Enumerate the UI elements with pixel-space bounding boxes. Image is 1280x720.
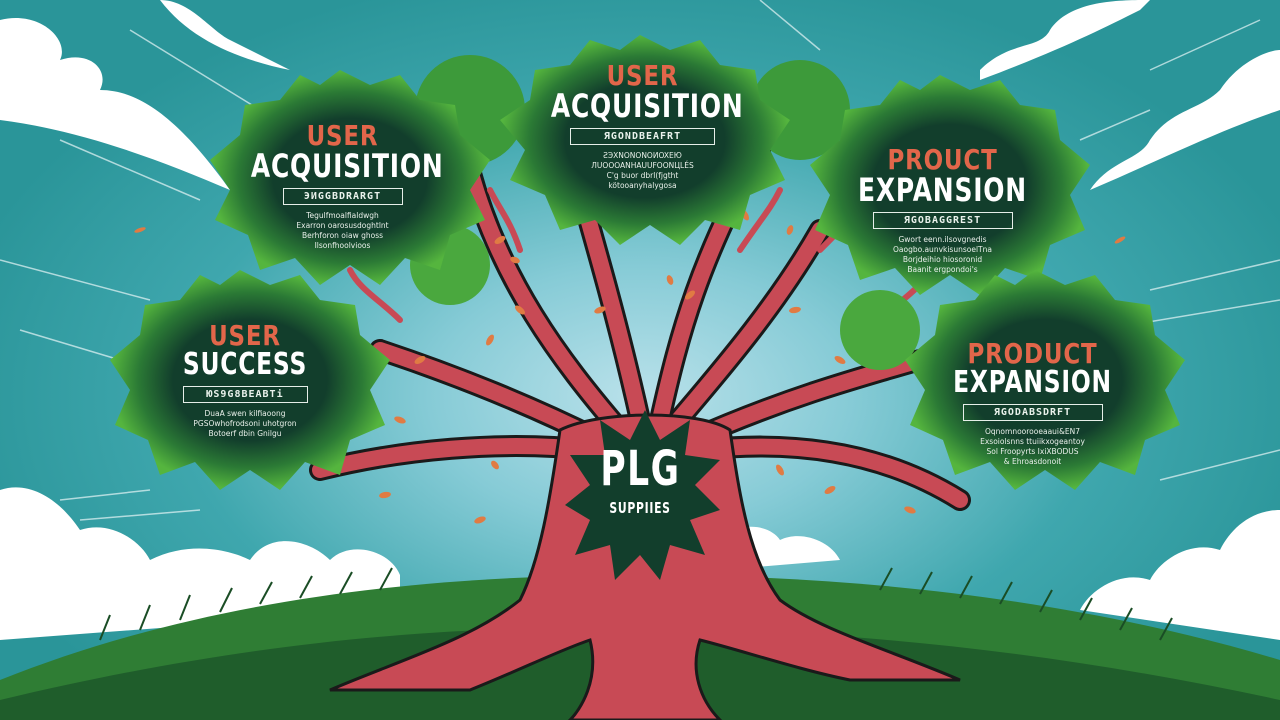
- canopy-shape-top-center: [500, 35, 790, 245]
- cloud-top-right: [980, 0, 1150, 80]
- canopy-lower-right: PRODUCT EXPANSION ЯGODABSDRFT Oqnomnooro…: [935, 340, 1130, 467]
- canopy-title-top: USER: [606, 59, 679, 92]
- grass-blades: [99, 567, 1173, 641]
- canopy-description: Gwort eenn.ilsovgnedis Oaogbo.aunvkisuns…: [893, 235, 992, 274]
- canopy-label-box: ЯGOBAGGREST: [872, 212, 1013, 229]
- canopy-top-center: USER ACQUISITION ЯGONDBEAFRT ƧЭХNONONOИO…: [545, 59, 744, 191]
- trunk-subtitle: SUPPIIES: [609, 499, 671, 517]
- canopy-description: ƧЭХNONONOИOXEЮ ЛUOOOANHAUUFOONЦLÉS C'g b…: [591, 151, 694, 190]
- canopy-label-box: ЯGONDBEAFRT: [570, 128, 715, 145]
- canopy-description: Tegulfmoalfialdwgh Exarron oarosusdoghtl…: [296, 211, 389, 250]
- canopy-description: DuaA swen kilfiaoong PGSOwhofrodsoni uho…: [193, 409, 297, 438]
- cloud-bottom-right: [1080, 510, 1280, 640]
- canopy-upper-left: USER ACQUISITION ЭИGGBDRARGT Tegulfmoalf…: [245, 119, 444, 251]
- canopy-title-top: PROUCT: [887, 143, 998, 176]
- canopy-title-main: EXPANSION: [858, 171, 1027, 209]
- canopy-title-main: ACQUISITION: [250, 147, 444, 185]
- canopy-description: Oqnomnoorooeaaui&EN7 Exsoiolsnns ttuiikx…: [980, 427, 1085, 466]
- canopy-shape-lower-right: [905, 270, 1185, 490]
- canopy-shape-lower-left: [110, 270, 390, 490]
- canopy-upper-right: PROUCT EXPANSION ЯGOBAGGREST Gwort eenn.…: [845, 146, 1040, 275]
- canopy-lower-left: USER SUCCESS ЮS9G8BEABTi DuaA swen kilfi…: [150, 322, 340, 439]
- canopy-title-top: USER: [209, 319, 281, 352]
- trunk: [329, 413, 961, 720]
- falling-leaves: [134, 209, 1126, 524]
- trunk-starburst: [565, 410, 720, 580]
- canopy-title-main: EXPANSION: [953, 365, 1112, 400]
- canopy-title-top: USER: [306, 119, 379, 152]
- canopy-label-box: ЭИGGBDRARGT: [282, 188, 403, 205]
- trunk-title: PLG: [600, 441, 681, 497]
- cloud-top-left: [0, 18, 230, 190]
- canopy-label-box: ЯGODABSDRFT: [962, 404, 1103, 421]
- canopy-title-main: ACQUISITION: [550, 87, 744, 125]
- canopy-shape-upper-right: [810, 75, 1090, 295]
- canopy-label-box: ЮS9G8BEABTi: [182, 386, 308, 403]
- canopy-shape-upper-left: [210, 70, 490, 285]
- canopy-title-main: SUCCESS: [182, 347, 308, 382]
- trunk-label: PLG SUPPIIES: [585, 445, 695, 516]
- canopy-title-top: PRODUCT: [967, 337, 1098, 370]
